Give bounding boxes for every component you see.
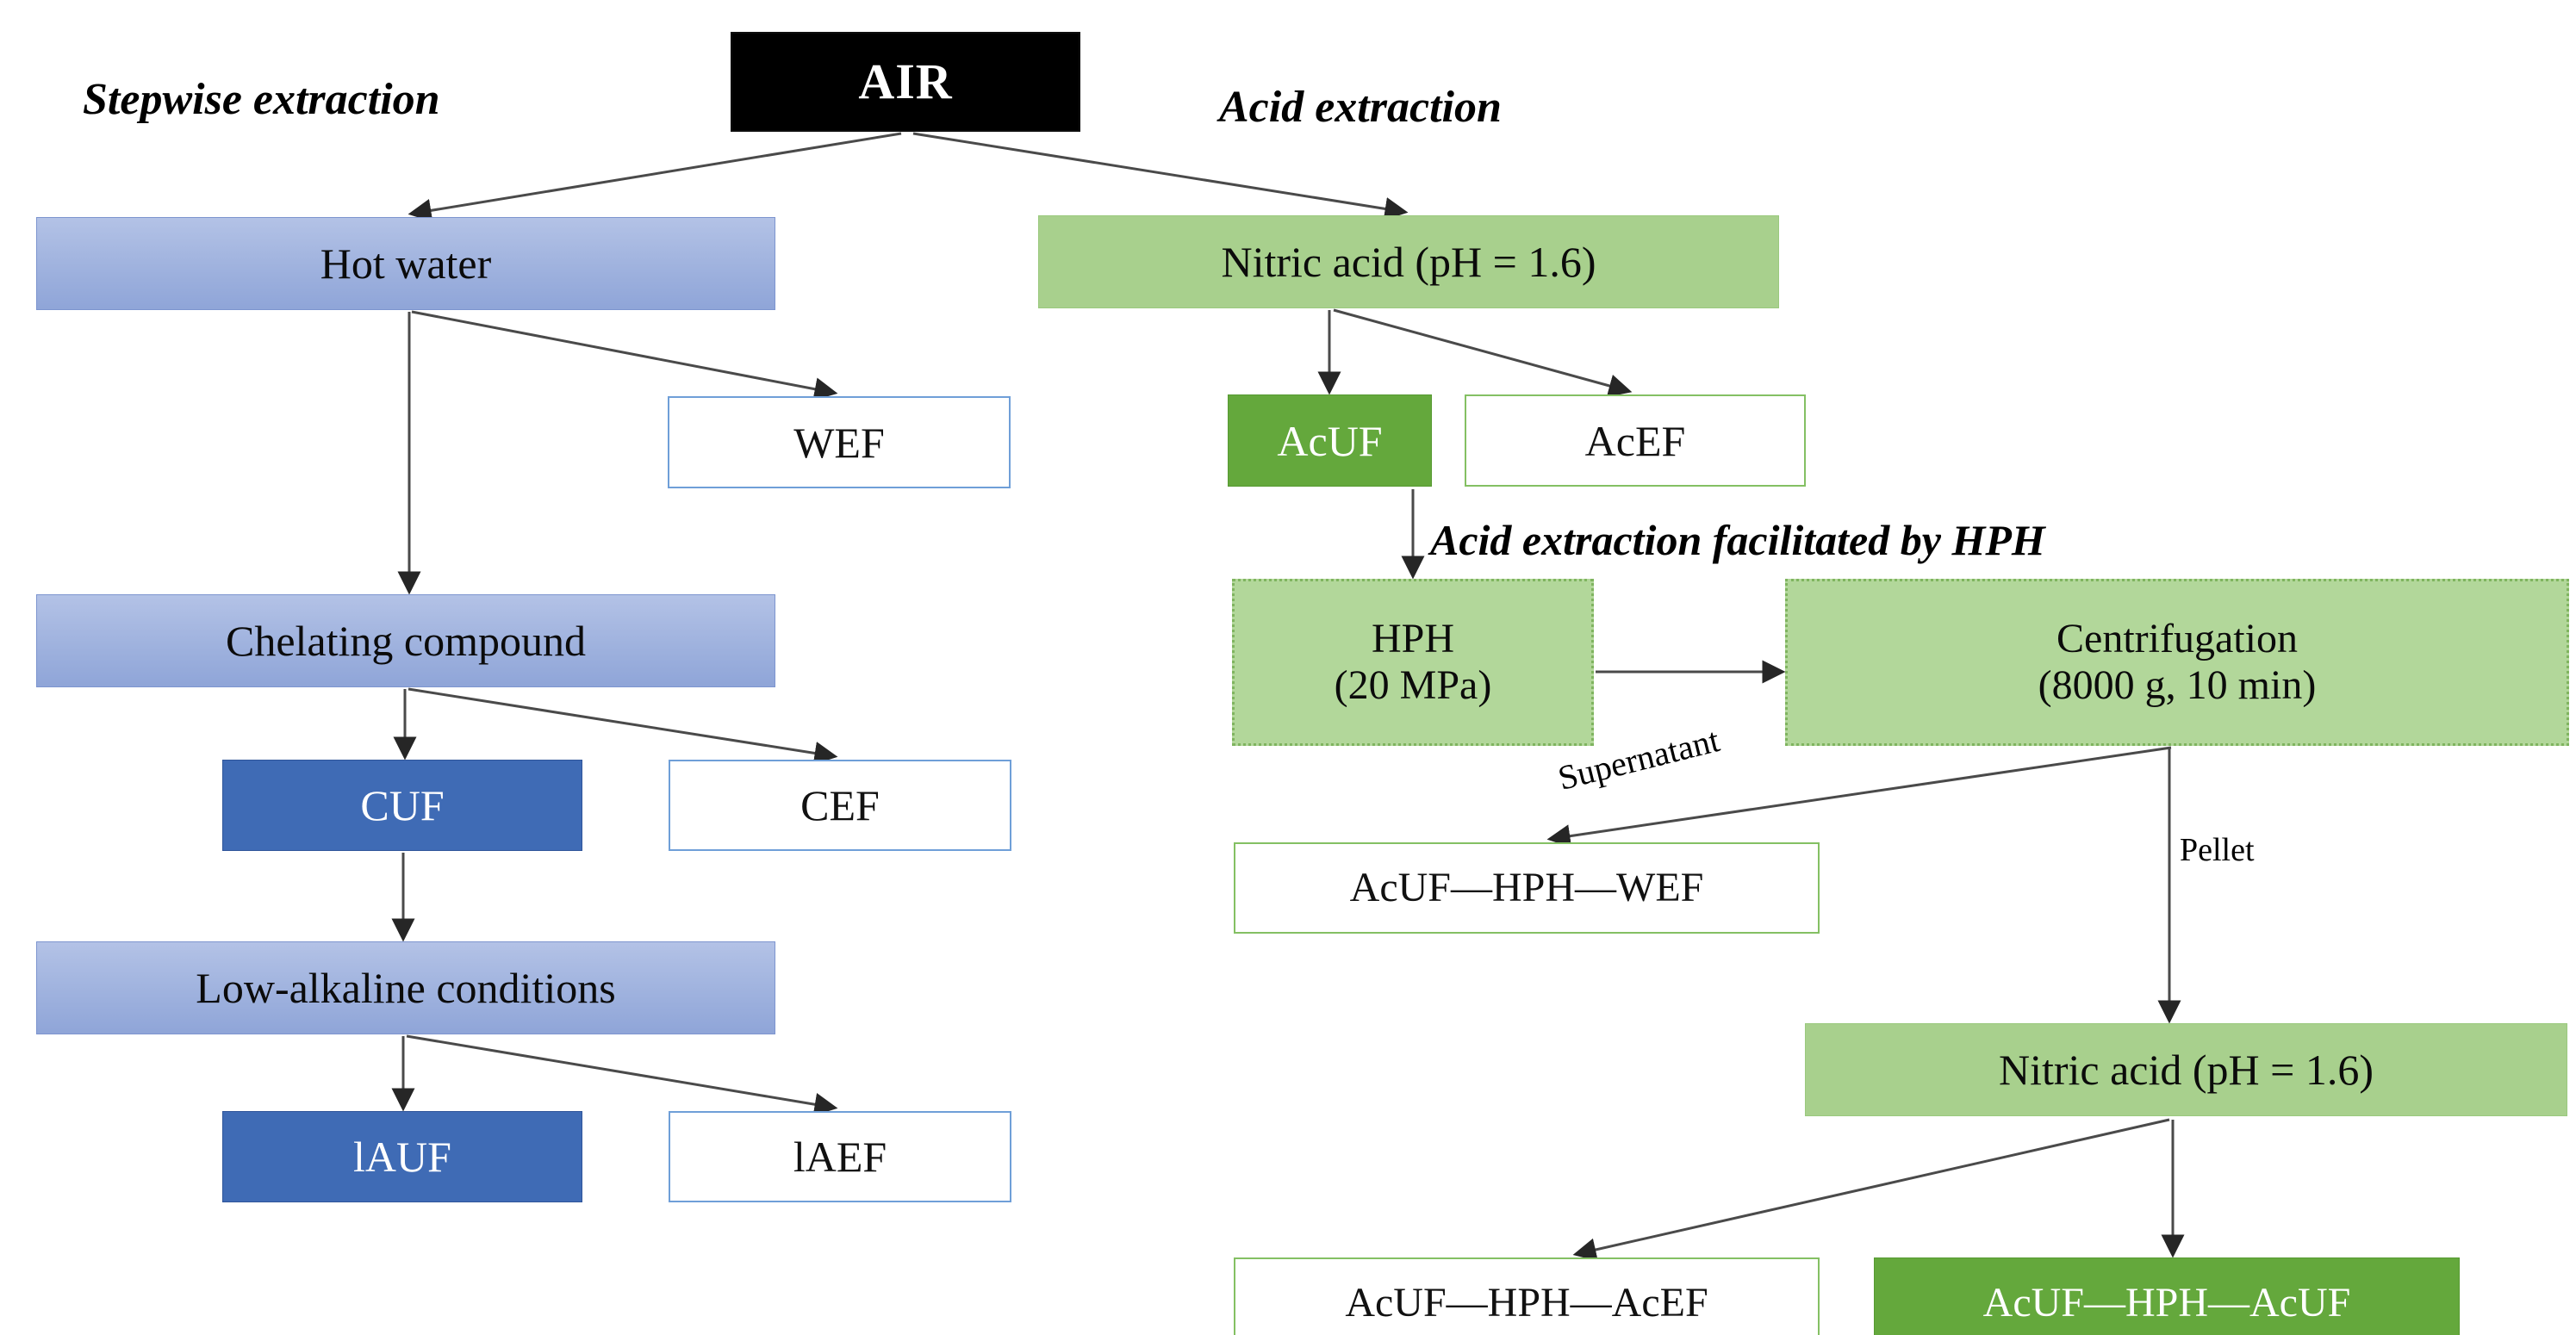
node-acuf-hph-acuf[interactable]: AcUF—HPH—AcUF xyxy=(1874,1257,2460,1335)
node-laef-label: lAEF xyxy=(793,1133,887,1181)
node-wef[interactable]: WEF xyxy=(668,396,1011,488)
node-acef[interactable]: AcEF xyxy=(1465,394,1806,487)
node-air-label: AIR xyxy=(858,53,953,109)
node-acef-label: AcEF xyxy=(1584,416,1686,465)
label-stepwise-extraction: Stepwise extraction xyxy=(83,75,440,124)
node-hot-water[interactable]: Hot water xyxy=(36,217,775,310)
node-lauf-label: lAUF xyxy=(353,1133,451,1181)
node-acuf-hph-wef-label: AcUF—HPH—WEF xyxy=(1349,865,1704,911)
node-chelating-compound-label: Chelating compound xyxy=(226,617,586,665)
node-cuf[interactable]: CUF xyxy=(222,760,582,851)
label-pellet: Pellet xyxy=(2180,832,2255,868)
node-centrifugation-label: Centrifugation (8000 g, 10 min) xyxy=(2038,616,2317,708)
edge-air-to-nitric-acid xyxy=(912,132,1409,220)
node-cef-label: CEF xyxy=(800,781,880,829)
node-lauf[interactable]: lAUF xyxy=(222,1111,582,1202)
node-nitric-acid-1[interactable]: Nitric acid (pH = 1.6) xyxy=(1038,215,1779,308)
edge-hot-water-to-wef xyxy=(411,310,838,401)
node-cuf-label: CUF xyxy=(360,781,445,829)
node-acuf-hph-acuf-label: AcUF—HPH—AcUF xyxy=(1982,1280,2351,1326)
node-chelating-compound[interactable]: Chelating compound xyxy=(36,594,775,687)
label-acid-extraction: Acid extraction xyxy=(1219,83,1502,132)
edge-chelating-to-cef xyxy=(408,687,838,765)
node-centrifugation[interactable]: Centrifugation (8000 g, 10 min) xyxy=(1785,579,2569,746)
label-acid-extraction-facilitated-by-hph: Acid extraction facilitated by HPH xyxy=(1430,516,2045,564)
node-nitric-acid-2-label: Nitric acid (pH = 1.6) xyxy=(1998,1046,2374,1094)
node-nitric-acid-1-label: Nitric acid (pH = 1.6) xyxy=(1221,238,1596,286)
node-acuf[interactable]: AcUF xyxy=(1228,394,1432,487)
node-hph-label: HPH (20 MPa) xyxy=(1334,616,1492,708)
edge-low-alkaline-to-laef xyxy=(406,1034,838,1116)
node-low-alkaline-conditions[interactable]: Low-alkaline conditions xyxy=(36,941,775,1034)
node-acuf-hph-wef[interactable]: AcUF—HPH—WEF xyxy=(1234,842,1820,934)
edge-nitric-acid-2-to-acuf-hph-acef xyxy=(1572,1118,2170,1262)
node-acuf-hph-acef[interactable]: AcUF—HPH—AcEF xyxy=(1234,1257,1820,1335)
node-low-alkaline-conditions-label: Low-alkaline conditions xyxy=(196,964,616,1012)
node-acuf-hph-acef-label: AcUF—HPH—AcEF xyxy=(1345,1280,1708,1326)
node-hot-water-label: Hot water xyxy=(320,239,492,288)
node-air[interactable]: AIR xyxy=(731,32,1080,132)
node-hph[interactable]: HPH (20 MPa) xyxy=(1232,579,1594,746)
node-cef[interactable]: CEF xyxy=(669,760,1011,851)
edge-air-to-hot-water xyxy=(408,132,902,222)
edge-nitric-acid-to-acef xyxy=(1333,308,1633,398)
node-laef[interactable]: lAEF xyxy=(669,1111,1011,1202)
node-wef-label: WEF xyxy=(793,418,885,467)
node-acuf-label: AcUF xyxy=(1277,416,1383,465)
node-nitric-acid-2[interactable]: Nitric acid (pH = 1.6) xyxy=(1805,1023,2567,1116)
